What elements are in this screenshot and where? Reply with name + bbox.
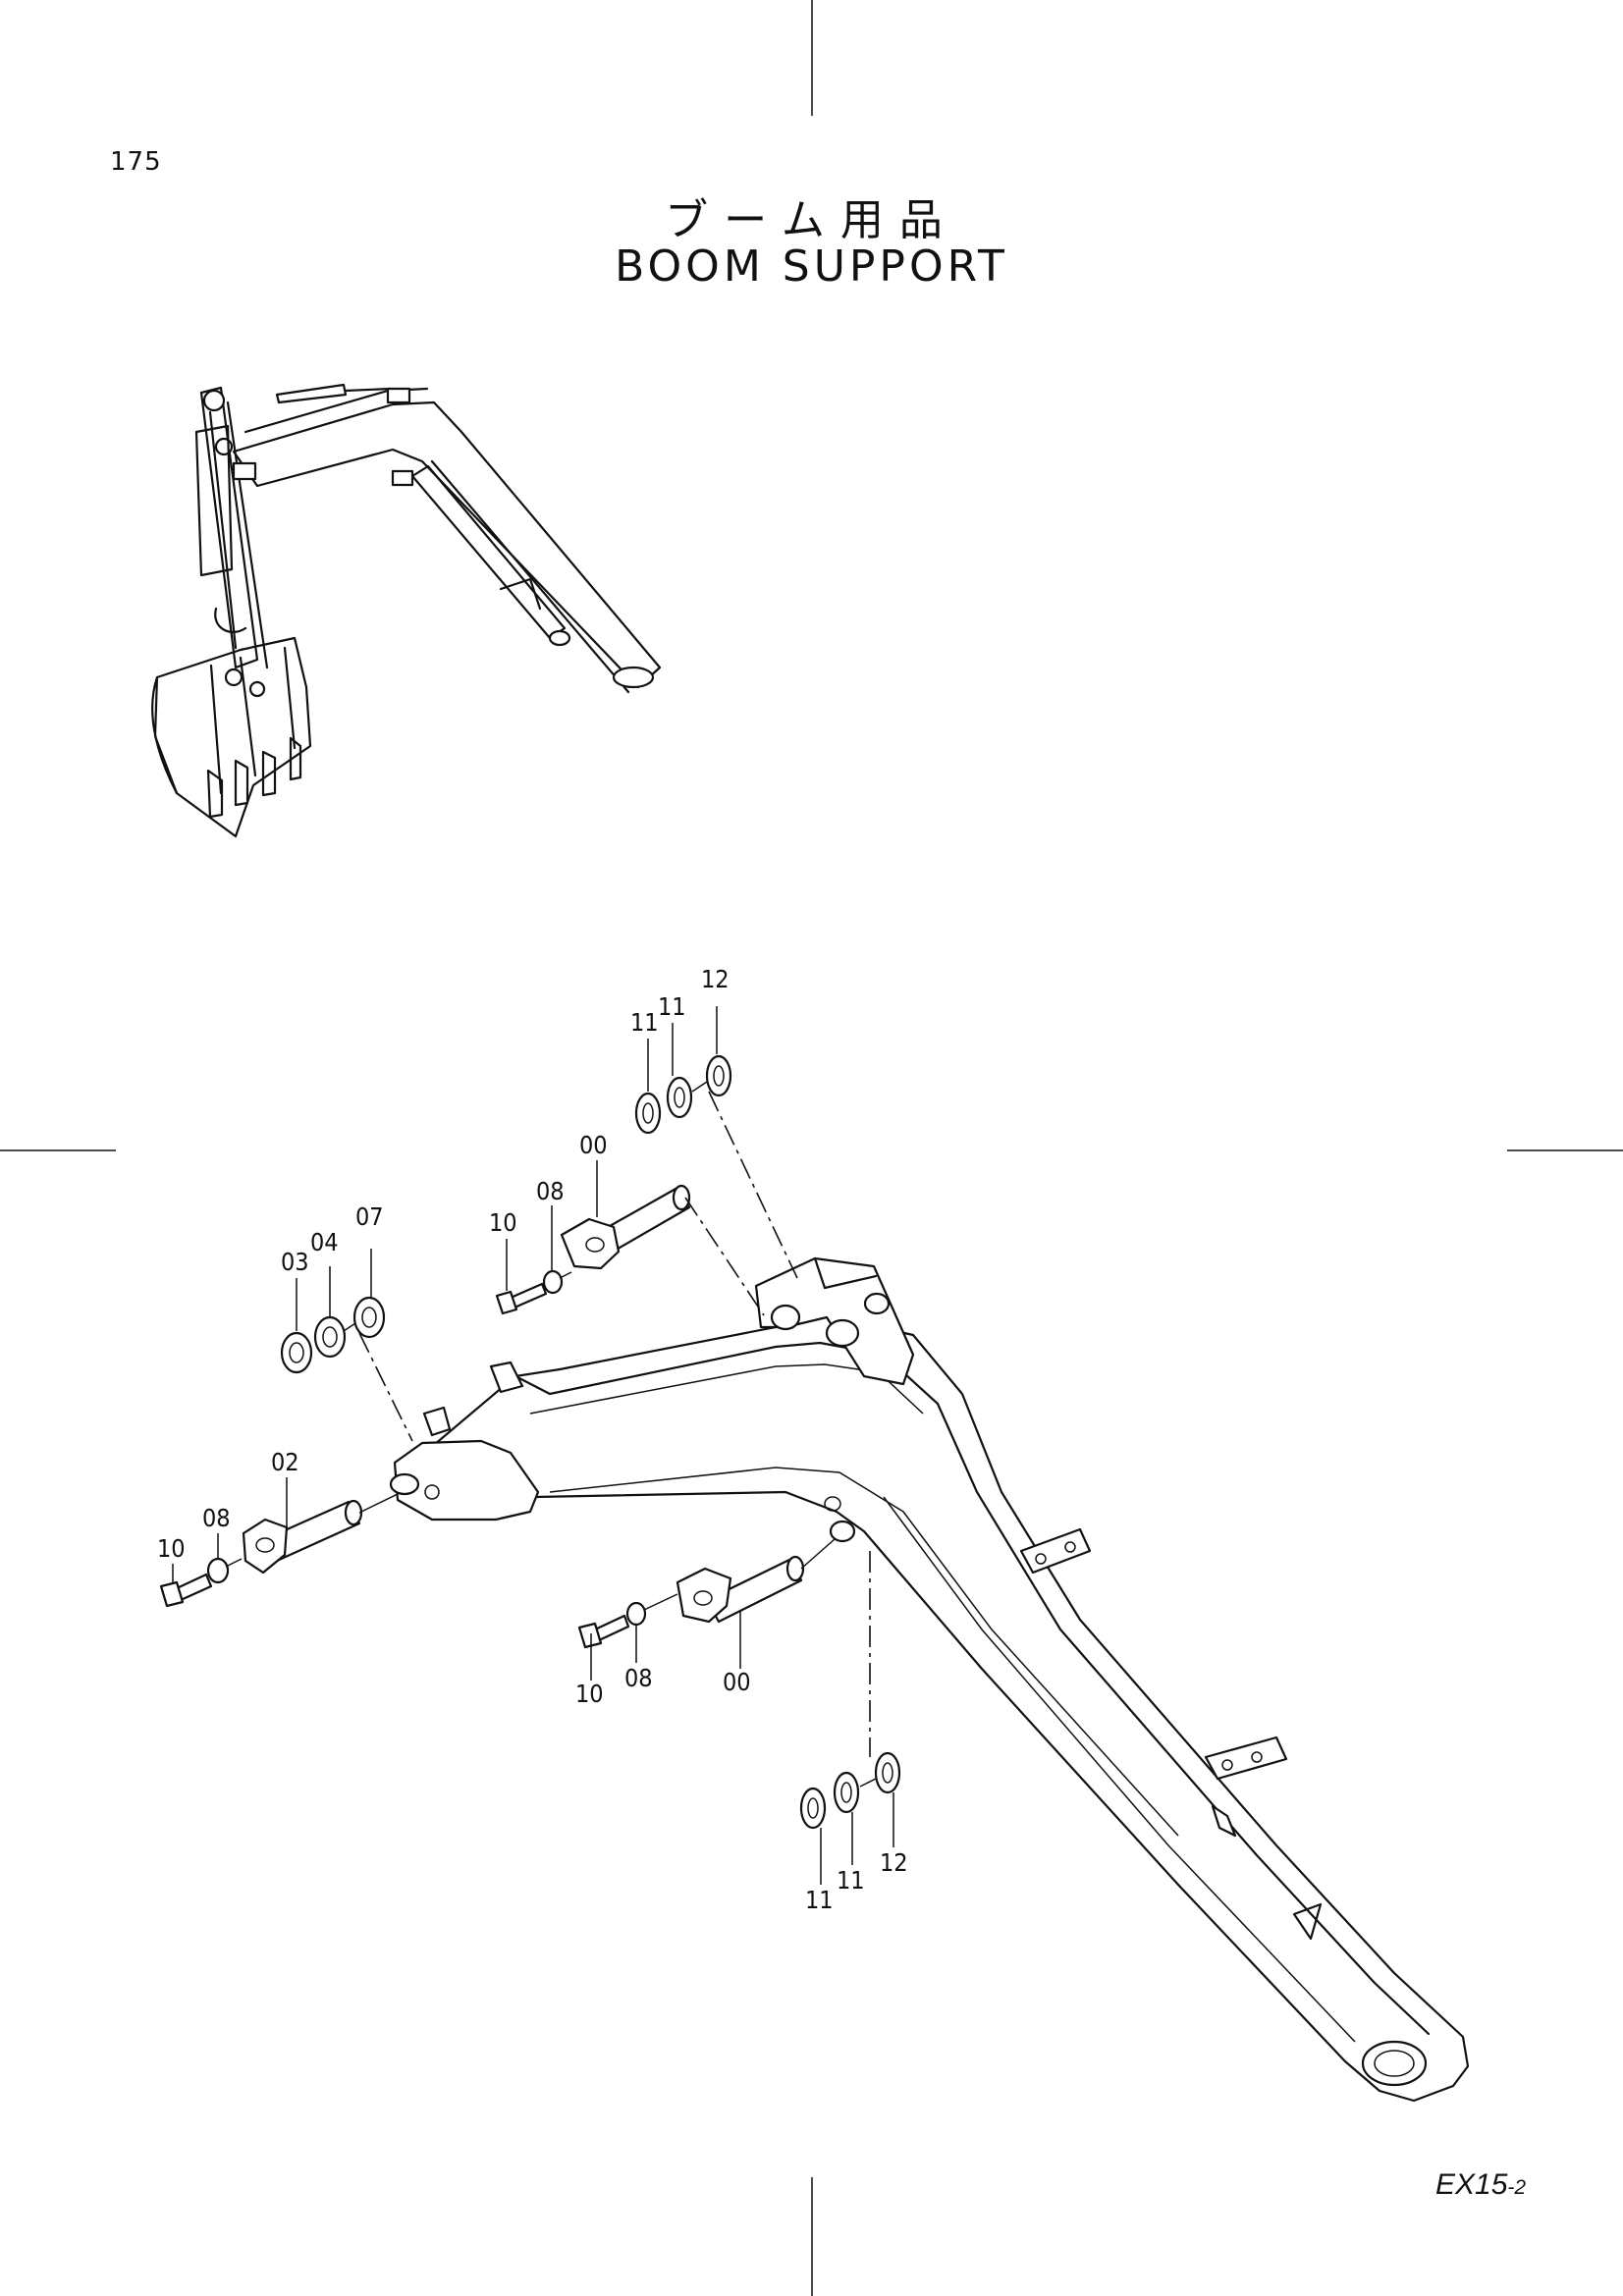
callout-11: 11	[805, 1886, 834, 1914]
page-number: 175	[110, 147, 162, 177]
model-code: EX15-2	[1435, 2168, 1526, 2202]
callout-08: 08	[536, 1177, 565, 1205]
title-english: BOOM SUPPORT	[615, 241, 1008, 292]
callout-11: 11	[658, 992, 686, 1021]
callout-10: 10	[157, 1534, 186, 1563]
callout-11: 11	[837, 1866, 865, 1895]
callout-08: 08	[202, 1504, 231, 1532]
callout-10: 10	[489, 1208, 517, 1237]
callout-00: 00	[579, 1131, 608, 1159]
callout-04: 04	[310, 1228, 339, 1256]
exploded-parts	[159, 1054, 901, 1830]
title-japanese: ブーム用品	[665, 195, 958, 245]
callout-labels: 11 11 12 00 10 08 03 04 07 02 10 08 10 0…	[157, 965, 908, 1914]
callout-12: 12	[701, 965, 730, 993]
overview-front-attachment	[151, 383, 662, 838]
model-code-main: EX15	[1435, 2168, 1508, 2201]
callout-08: 08	[624, 1664, 653, 1692]
callout-11: 11	[630, 1008, 659, 1037]
callout-00: 00	[723, 1668, 751, 1696]
leader-lines	[172, 1006, 894, 1885]
boom-assembly	[389, 1256, 1470, 2103]
callout-03: 03	[281, 1248, 309, 1276]
model-code-suffix: -2	[1507, 2176, 1527, 2199]
callout-12: 12	[880, 1848, 908, 1877]
callout-02: 02	[271, 1448, 299, 1476]
callout-10: 10	[575, 1680, 604, 1708]
callout-07: 07	[355, 1202, 384, 1231]
